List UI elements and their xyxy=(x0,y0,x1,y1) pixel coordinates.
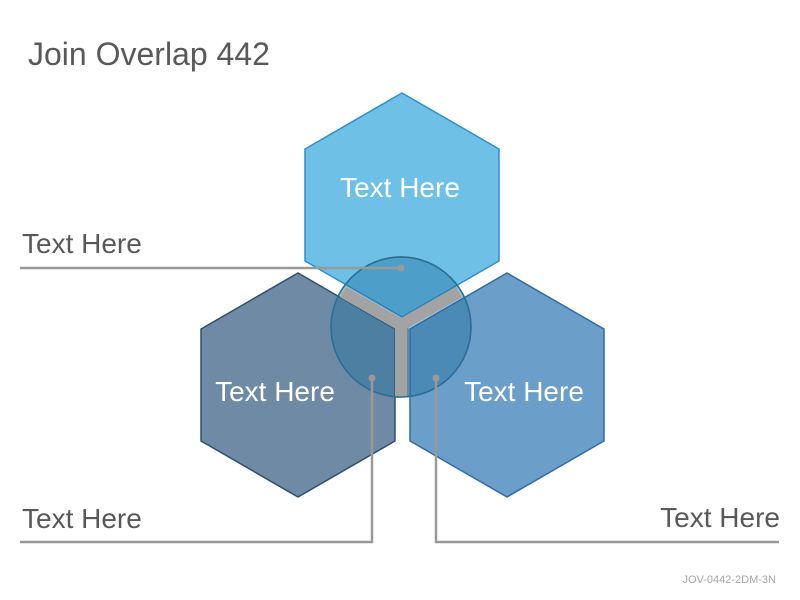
callout-label-left-bottom: Text Here xyxy=(22,503,142,534)
callout-lines xyxy=(20,266,779,544)
callout-label-left-top: Text Here xyxy=(22,228,142,259)
callout-line-right-bottom xyxy=(434,378,779,544)
hexagon-right xyxy=(409,272,605,498)
hexagon-top-label: Text Here xyxy=(340,172,460,203)
callout-dots xyxy=(368,264,440,382)
footer-code: JOV-0442-2DM-3N xyxy=(682,574,776,586)
callout-dot-left xyxy=(368,374,376,382)
callout-dot-top xyxy=(397,264,405,272)
hexagon-top xyxy=(304,92,500,318)
hexagon-left-label: Text Here xyxy=(215,376,335,407)
overlap-divider xyxy=(340,286,462,397)
hexagon-right-label: Text Here xyxy=(464,376,584,407)
callout-line-left-bottom xyxy=(20,378,374,544)
callout-dot-right xyxy=(432,374,440,382)
page-title: Join Overlap 442 xyxy=(28,36,270,72)
callout-label-right-bottom: Text Here xyxy=(660,502,780,533)
